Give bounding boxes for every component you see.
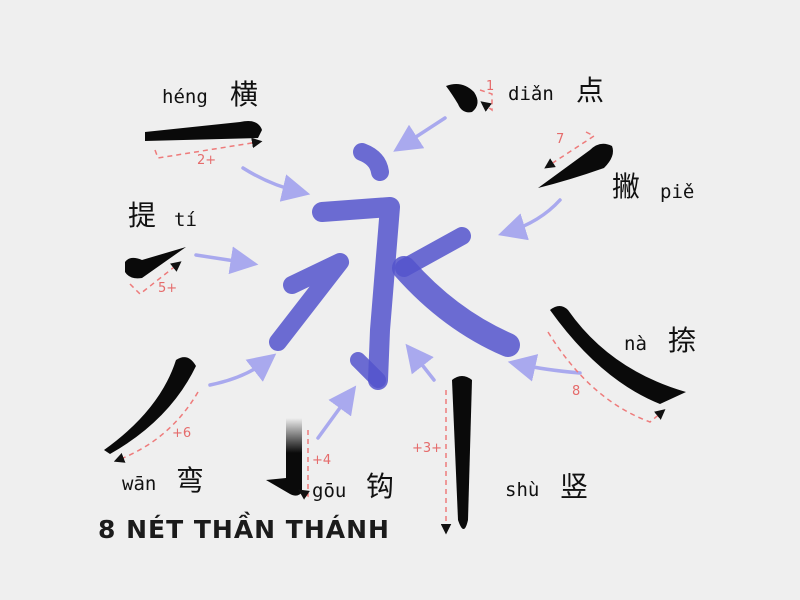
- pie-stroke-shape: [538, 143, 613, 188]
- na-hanzi: 捺: [668, 324, 696, 357]
- wan-order: +6: [172, 426, 191, 441]
- pie-order: 7: [556, 132, 564, 147]
- stroke-ti: 5+ 提 tí: [125, 199, 197, 296]
- shu-pinyin: shù: [505, 479, 539, 501]
- ti-guide: [129, 261, 182, 296]
- na-order: 8: [572, 384, 580, 399]
- pie-guide: [544, 131, 596, 169]
- pie-pinyin: piě: [660, 181, 694, 203]
- heng-guide: [154, 137, 263, 159]
- ti-pinyin: tí: [174, 209, 197, 231]
- gou-pinyin: gōu: [312, 480, 346, 502]
- ti-order: 5+: [158, 281, 177, 296]
- stroke-gou: +4 gōu 钩: [266, 418, 394, 503]
- arrow-heng: [241, 166, 311, 202]
- arrow-pie: [497, 198, 562, 241]
- stroke-dian: 1 diǎn 点: [446, 74, 604, 113]
- gou-hanzi: 钩: [366, 470, 394, 503]
- dian-hanzi: 点: [576, 74, 604, 107]
- heng-hanzi: 横: [230, 78, 258, 111]
- na-stroke-shape: [550, 306, 686, 404]
- yong-dot: [353, 143, 389, 181]
- shu-stroke-shape: [452, 376, 472, 529]
- ti-stroke-shape: [125, 247, 186, 279]
- arrow-shu: [405, 343, 436, 382]
- wan-hanzi: 弯: [176, 464, 204, 497]
- pie-hanzi: 撇: [612, 170, 640, 203]
- dian-order: 1: [486, 79, 494, 94]
- arrow-ti: [194, 246, 259, 275]
- yong-left-strokes: [269, 253, 349, 351]
- heng-stroke-shape: [145, 121, 262, 141]
- dian-stroke-shape: [446, 84, 478, 113]
- wan-guide: [113, 391, 199, 463]
- na-guide: [547, 331, 666, 423]
- gou-order: +4: [312, 453, 331, 468]
- yong-right-na: [392, 256, 520, 357]
- shu-order: +3+: [412, 441, 442, 456]
- gou-stroke-shape: [266, 418, 302, 496]
- arrow-na: [507, 354, 582, 382]
- wan-stroke-shape: [104, 357, 196, 454]
- dian-guide: [479, 89, 493, 112]
- dian-pinyin: diǎn: [508, 83, 554, 105]
- shu-hanzi: 竖: [560, 470, 588, 503]
- yong-vertical-hook: [312, 197, 400, 390]
- arrow-gou: [316, 385, 357, 440]
- stroke-heng: 2+ héng 横: [145, 78, 263, 168]
- stroke-na: 8 nà 捺: [547, 306, 696, 423]
- ti-hanzi: 提: [128, 199, 156, 232]
- stroke-shu: +3+ shù 竖: [412, 376, 588, 535]
- arrow-wan: [208, 353, 277, 387]
- diagram-title: 8 NÉT THẦN THÁNH: [98, 511, 390, 544]
- na-pinyin: nà: [624, 333, 647, 355]
- wan-pinyin: wān: [122, 473, 156, 495]
- stroke-pie: 7 撇 piě: [538, 131, 694, 203]
- center-character-yong: [269, 143, 520, 390]
- heng-order: 2+: [197, 153, 216, 168]
- stroke-wan: +6 wān 弯: [104, 357, 204, 497]
- arrow-dian: [393, 116, 447, 152]
- arrows: [194, 116, 582, 440]
- heng-pinyin: héng: [162, 86, 208, 108]
- gou-guide: [298, 430, 310, 500]
